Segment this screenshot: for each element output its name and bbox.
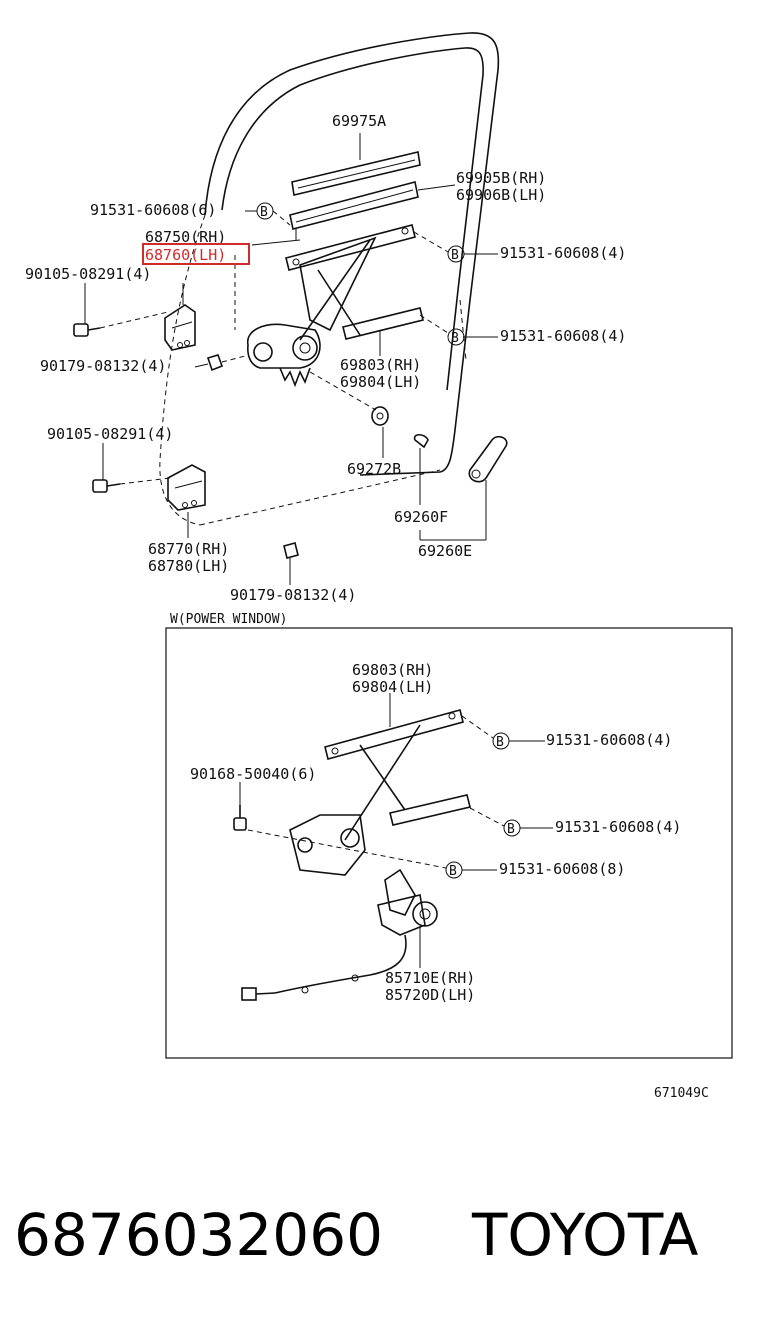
nut-90179-upper-icon bbox=[206, 354, 224, 372]
inset-frame bbox=[165, 627, 733, 1059]
label-68750: 68750(RH) bbox=[145, 228, 226, 246]
label-91531-top-left: 91531-60608(6) bbox=[90, 201, 216, 219]
bolt-marker-text: B bbox=[507, 822, 515, 837]
bolt-marker-b-1: B bbox=[256, 202, 274, 220]
door-frame bbox=[159, 32, 500, 526]
label-68770: 68770(RH) bbox=[148, 540, 229, 558]
bolt-marker-b-5: B bbox=[503, 819, 521, 837]
label-90179-upper: 90179-08132(4) bbox=[40, 357, 166, 375]
bolt-marker-text: B bbox=[496, 735, 504, 750]
inset-label-85720d: 85720D(LH) bbox=[385, 986, 475, 1004]
hinge-upper bbox=[164, 304, 196, 351]
inset-label-90168: 90168-50040(6) bbox=[190, 765, 316, 783]
bolt-90105-lower-icon bbox=[92, 479, 121, 493]
inset-label-69803: 69803(RH) bbox=[352, 661, 433, 679]
label-69260e: 69260E bbox=[418, 542, 472, 560]
label-69272b: 69272B bbox=[347, 460, 401, 478]
weatherstrip-69905b bbox=[289, 181, 419, 240]
hinge-lower bbox=[167, 464, 206, 511]
inset-leader-lines bbox=[239, 693, 553, 968]
inset-label-91531-c: 91531-60608(8) bbox=[499, 860, 625, 878]
label-90105-upper: 90105-08291(4) bbox=[25, 265, 151, 283]
label-90105-lower: 90105-08291(4) bbox=[47, 425, 173, 443]
washer-69272b-icon bbox=[371, 406, 389, 426]
footer-part-number: 6876032060 bbox=[14, 1201, 383, 1269]
label-90179-lower: 90179-08132(4) bbox=[230, 586, 356, 604]
label-68780: 68780(LH) bbox=[148, 557, 229, 575]
run-channel-69975a bbox=[291, 151, 421, 196]
bolt-marker-b-3: B bbox=[447, 328, 465, 346]
inset-label-69804: 69804(LH) bbox=[352, 678, 433, 696]
label-69260f: 69260F bbox=[394, 508, 448, 526]
label-91531-right-2: 91531-60608(4) bbox=[500, 327, 626, 345]
inset-label-91531-b: 91531-60608(4) bbox=[555, 818, 681, 836]
label-91531-right-1: 91531-60608(4) bbox=[500, 244, 626, 262]
footer-brand: TOYOTA bbox=[471, 1201, 699, 1269]
label-69906b: 69906B(LH) bbox=[456, 186, 546, 204]
leader-lines bbox=[84, 133, 498, 585]
bolt-marker-text: B bbox=[451, 331, 459, 346]
label-68760: 68760(LH) bbox=[145, 246, 226, 264]
regulator-68750 bbox=[247, 224, 424, 388]
inset-label-85710e: 85710E(RH) bbox=[385, 969, 475, 987]
inset-title: W(POWER WINDOW) bbox=[170, 612, 287, 627]
window-handle-69260e-icon bbox=[468, 435, 508, 483]
clip-69260f-icon bbox=[413, 433, 429, 449]
bolt-marker-b-4: B bbox=[492, 732, 510, 750]
figure-code: 671049C bbox=[654, 1086, 709, 1101]
bolt-marker-b-6: B bbox=[445, 861, 463, 879]
bolt-marker-text: B bbox=[451, 248, 459, 263]
nut-90179-lower-icon bbox=[283, 542, 299, 559]
motor-85710e bbox=[241, 868, 438, 1001]
label-69975a: 69975A bbox=[332, 112, 386, 130]
bolt-marker-text: B bbox=[260, 205, 268, 220]
bolt-90105-upper-icon bbox=[73, 323, 101, 337]
highlight-box bbox=[142, 243, 250, 265]
label-69804: 69804(LH) bbox=[340, 373, 421, 391]
label-69803: 69803(RH) bbox=[340, 356, 421, 374]
bolt-90168-icon bbox=[233, 805, 247, 831]
power-regulator-69803 bbox=[289, 709, 471, 876]
inset-label-91531-a: 91531-60608(4) bbox=[546, 731, 672, 749]
bolt-marker-text: B bbox=[449, 864, 457, 879]
label-69905b: 69905B(RH) bbox=[456, 169, 546, 187]
